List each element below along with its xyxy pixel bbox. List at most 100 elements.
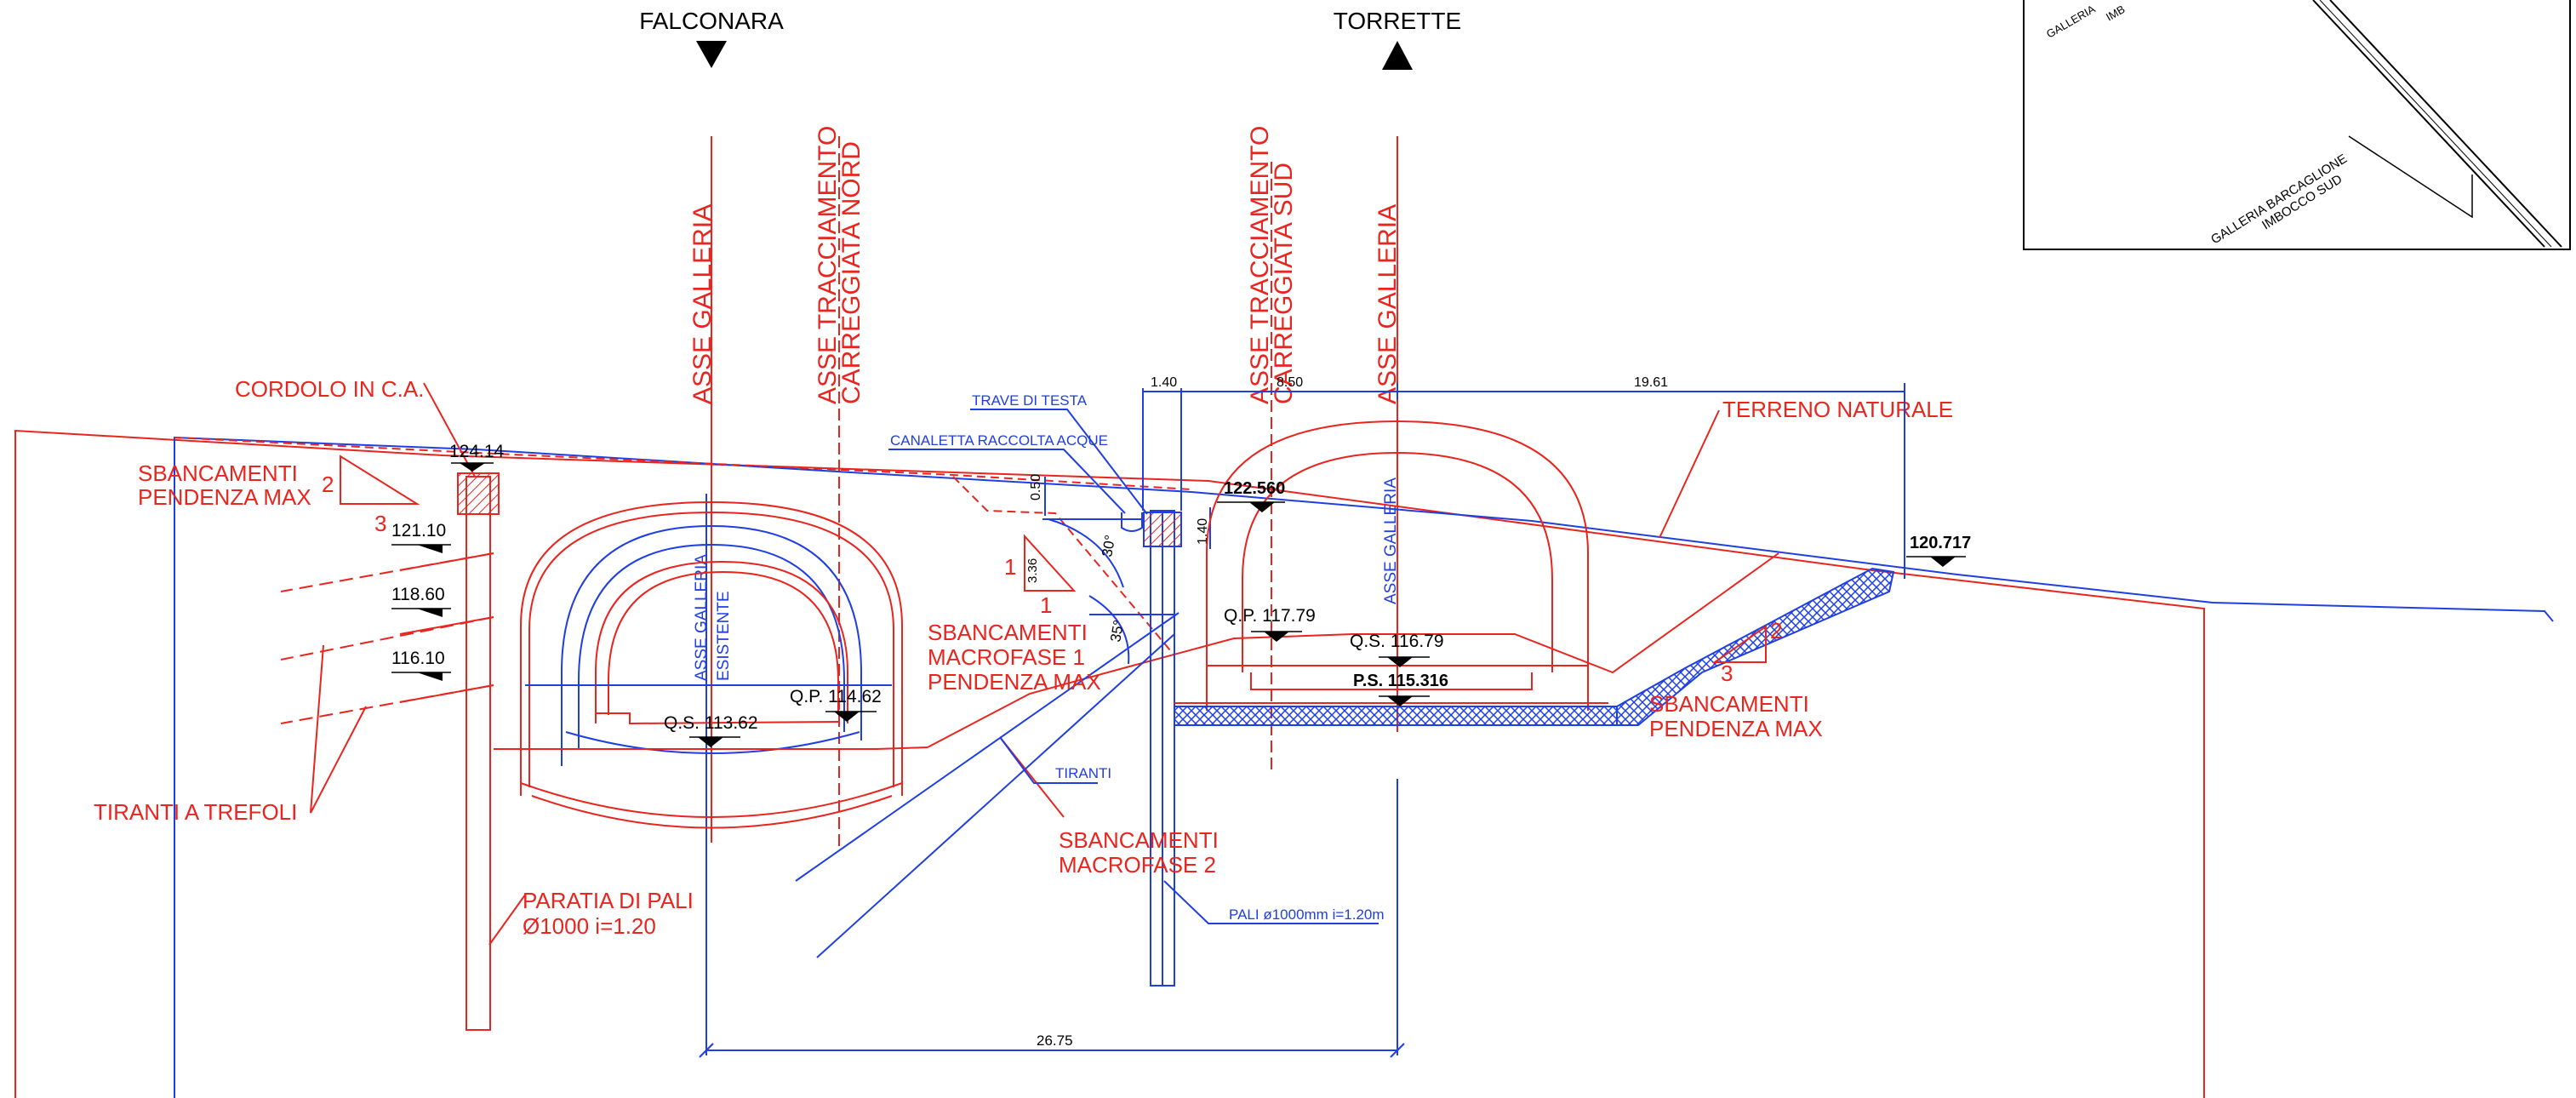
tirante-blue-2 [816, 633, 1175, 958]
slope-triangle-mid [1024, 534, 1077, 592]
tunnel-north-red-inner [595, 560, 848, 723]
elev-116-10-mark [417, 672, 443, 681]
slope-left-v: 2 [322, 472, 334, 497]
ground-profile-blue [174, 436, 2554, 1098]
qs-right-mark [1387, 657, 1413, 667]
angle-1-label: 30° [1099, 534, 1118, 558]
tunnel-south-inner [1242, 451, 1553, 672]
paratia-label-2: Ø1000 i=1.20 [523, 913, 656, 939]
sbanc-left-2: PENDENZA MAX [138, 484, 311, 510]
tiranti-trefoli-left [280, 552, 494, 724]
axis-galleria-right-label: ASSE GALLERIA [1374, 204, 1402, 404]
inset-leader [2348, 135, 2473, 219]
inset-frame [2023, 0, 2571, 250]
tunnel-north-red-inner-2 [608, 570, 839, 715]
qp-left-mark [834, 712, 860, 722]
tie-2 [280, 616, 494, 661]
axis-nord-label-2: CARREGGIATA NORD [837, 141, 865, 404]
canaletta [1121, 512, 1143, 532]
cordolo-head [457, 472, 500, 515]
direction-right-label: TORRETTE [1334, 8, 1461, 34]
tie-solid-3 [399, 684, 494, 703]
mf1-label-2: MACROFASE 1 [928, 644, 1085, 670]
elev-top-label: 122.560 [1224, 479, 1285, 498]
tie-1 [280, 552, 494, 592]
angle-arc-1 [1048, 518, 1124, 588]
elev-top-mark [1249, 502, 1275, 512]
dim-bottom-tick-r [1390, 1043, 1405, 1058]
pile-wall-left [466, 476, 491, 1031]
sbanc-left-1: SBANCAMENTI [138, 460, 298, 486]
canaletta-label: CANALETTA RACCOLTA ACQUE [890, 432, 1108, 449]
inset-label-2: GALLERIA BARCAGLIONE [2208, 152, 2350, 247]
paratia-label-1: PARATIA DI PALI [523, 888, 694, 913]
tiranti-label: TIRANTI [1055, 765, 1111, 781]
elev-116-10: 116.10 [391, 649, 445, 668]
axis-nord-label-1: ASSE TRACCIAMENTO [814, 126, 842, 404]
slope-right-h: 3 [1721, 661, 1733, 686]
tie-3 [280, 684, 494, 724]
qs-left-mark [698, 737, 723, 747]
dim-1961-label: 19.61 [1634, 375, 1668, 390]
elev-121-10: 121.10 [391, 521, 446, 540]
mf2-label-2: MACROFASE 2 [1059, 852, 1216, 878]
slope-triangle-right [1711, 625, 1767, 663]
slope-mid-v: 1 [1004, 554, 1016, 580]
slope-triangle-left [340, 455, 420, 505]
tunnel-north [494, 500, 928, 829]
ground-profile-red [14, 429, 2205, 1098]
elev-118-60-mark [417, 609, 443, 617]
slope-mid-dim: 3.36 [1025, 558, 1040, 583]
tunnel-north-road [596, 712, 839, 725]
axis-galleria-left-label: ASSE GALLERIA [688, 204, 717, 404]
ground-dashed-red [174, 437, 1192, 490]
angle-arc-2 [1088, 595, 1130, 665]
qp-left-label: Q.P. 114.62 [790, 687, 882, 706]
trave-testa [1143, 512, 1182, 547]
tunnel-south-outer [1206, 420, 1589, 711]
tunnel-north-blue-outer [561, 524, 862, 766]
terreno-label: TERRENO NATURALE [1722, 397, 1953, 422]
dim-140-top-label: 1.40 [1151, 375, 1177, 390]
dim-140-side-label: 1.40 [1196, 518, 1210, 545]
tunnel-north-outer-red [520, 500, 903, 796]
sbanc-right-2: PENDENZA MAX [1649, 716, 1823, 741]
axis-new-label: ASSE GALLERIA [1382, 478, 1400, 604]
ps-right-mark [1387, 696, 1413, 706]
angle-2-label: 35° [1107, 619, 1127, 643]
dim-050-label: 0.50 [1029, 474, 1043, 500]
dim-2675-label: 26.75 [1037, 1032, 1073, 1049]
inset-road-2 [2329, 0, 2562, 248]
tunnel-south-base-hatch [1174, 706, 1618, 726]
qs-right-label: Q.S. 116.79 [1350, 632, 1444, 651]
direction-left-label: FALCONARA [639, 8, 784, 34]
qs-left-label: Q.S. 113.62 [664, 713, 758, 733]
slope-right-v: 2 [1770, 618, 1782, 643]
ramp-hatch [1616, 567, 1895, 726]
canaletta-leader [888, 449, 1126, 514]
inset-key-map: GALLERIA IMB GALLERIA BARCAGLIONE IMBOCC… [2023, 0, 2571, 250]
qp-right-label: Q.P. 117.79 [1224, 606, 1316, 626]
dim-850-label: 8.50 [1277, 375, 1303, 390]
tie-solid-2 [399, 616, 494, 635]
direction-right-triangle [1382, 41, 1413, 70]
tunnel-north-invert-blue [565, 731, 860, 754]
cordolo-leader [423, 382, 476, 478]
tiranti-leader [310, 644, 367, 814]
paratia-leader [488, 893, 527, 946]
mf1-label-1: SBANCAMENTI [928, 620, 1088, 645]
tunnel-south-road [1250, 672, 1533, 690]
dim-bottom-tick-l [699, 1043, 714, 1058]
elev-124-14: 124.14 [449, 442, 505, 461]
elev-121-10-mark [417, 545, 443, 553]
axis-sud-label-2: CARREGGIATA SUD [1270, 163, 1298, 404]
sbanc-right-1: SBANCAMENTI [1649, 691, 1809, 717]
elevation-marks-left: 124.14 121.10 118.60 116.10 [391, 442, 505, 681]
inset-label-1b: IMB [2104, 3, 2128, 24]
tunnel-north-blue-inner [578, 543, 845, 749]
tiranti-leader-blue [999, 736, 1098, 784]
direction-left-triangle [696, 41, 727, 68]
inset-road-1 [2312, 0, 2545, 248]
axis-existing-label-1: ASSE GALLERIA [693, 554, 711, 681]
